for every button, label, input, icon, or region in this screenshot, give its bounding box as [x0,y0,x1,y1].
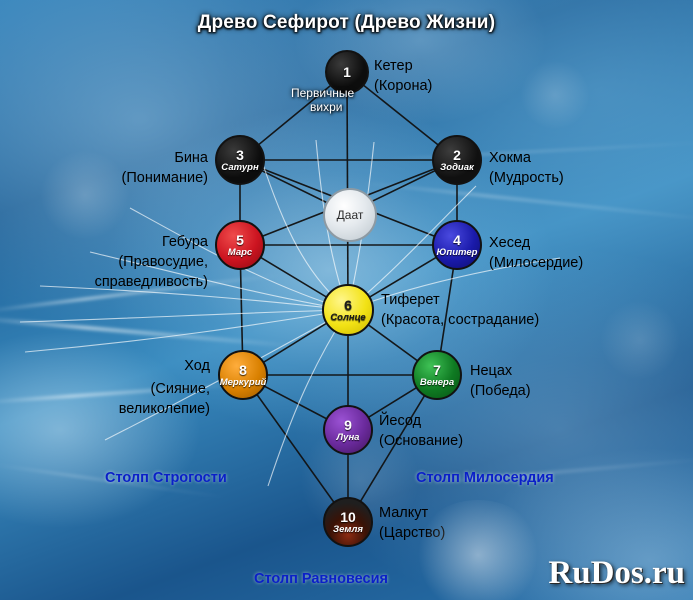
label-hesed-name: Хесед [489,235,531,251]
node-hod-planet: Меркурий [219,376,267,388]
label-hod-name: Ход [184,358,210,374]
node-malkut[interactable]: 10 Земля [323,497,373,547]
label-hokma-name: Хокма [489,150,531,166]
label-keter-sub-1: Первичные [291,86,355,100]
label-keter-name: Кетер [374,58,413,74]
label-nezah-name: Нецах [470,363,513,379]
bokeh-circle [520,60,590,130]
node-tiferet[interactable]: 6 Солнце [322,284,374,336]
pillar-mercy: Столп Милосердия [416,470,554,486]
label-hod-meaning-2: великолепие) [118,401,210,417]
node-nezah-planet: Венера [419,376,455,388]
watermark-part-3: .ru [643,555,685,591]
watermark: RuDos.ru [548,555,685,592]
node-tiferet-planet: Солнце [330,311,366,323]
label-gebura-meaning-2: справедливость) [94,274,208,290]
label-tiferet-meaning: (Красота, сострадание) [381,312,540,328]
pillar-severity: Столп Строгости [105,470,227,486]
node-keter[interactable]: 1 [325,50,369,94]
node-keter-number: 1 [343,63,351,80]
node-bina[interactable]: 3 Сатурн [215,135,265,185]
node-hesed-planet: Юпитер [436,246,478,258]
node-gebura-number: 5 [236,231,244,248]
node-gebura[interactable]: 5 Марс [215,220,265,270]
node-hokma-number: 2 [453,146,461,163]
watermark-glow [413,500,543,600]
node-bina-number: 3 [236,146,244,163]
node-daat[interactable]: Даат [323,188,377,242]
label-gebura-name: Гебура [162,234,208,250]
node-hokma[interactable]: 2 Зодиак [432,135,482,185]
label-hokma-meaning: (Мудрость) [489,170,564,186]
node-daat-label: Даат [336,208,364,222]
label-malkut-meaning: (Царство) [379,525,446,541]
label-nezah-meaning: (Победа) [470,383,531,399]
label-keter-meaning: (Корона) [374,78,433,94]
label-bina-name: Бина [174,150,208,166]
node-nezah-number: 7 [433,361,441,378]
label-gebura-meaning-1: (Правосудие, [118,254,208,270]
label-keter-sub-2: вихри [310,100,343,114]
node-bina-planet: Сатурн [221,161,259,173]
label-hod-meaning-1: (Сияние, [150,381,210,397]
node-nezah[interactable]: 7 Венера [412,350,462,400]
label-bina-meaning: (Понимание) [121,170,208,186]
node-yesod-planet: Луна [336,431,360,443]
label-tiferet-name: Тиферет [381,292,440,308]
node-hod[interactable]: 8 Меркурий [218,350,268,400]
bokeh-circle [600,300,680,380]
label-yesod-meaning: (Основание) [379,433,464,449]
label-hesed-meaning: (Милосердие) [489,255,584,271]
node-malkut-planet: Земля [333,523,363,535]
label-malkut-name: Малкут [379,505,429,521]
node-yesod[interactable]: 9 Луна [323,405,373,455]
pillar-equilibrium: Столп Равновесия [254,571,388,587]
node-hesed[interactable]: 4 Юпитер [432,220,482,270]
node-yesod-number: 9 [344,416,352,433]
node-gebura-planet: Марс [227,246,253,258]
watermark-part-2: Dos [590,555,644,591]
label-yesod-name: Йесод [379,413,422,429]
watermark-part-1: Ru [548,555,591,591]
node-hokma-planet: Зодиак [440,161,474,173]
node-hesed-number: 4 [453,231,461,248]
node-tiferet-number: 6 [344,296,352,313]
bokeh-circle [40,150,130,240]
node-malkut-number: 10 [340,508,356,525]
page-title: Древо Сефирот (Древо Жизни) [197,12,496,33]
node-hod-number: 8 [239,361,247,378]
